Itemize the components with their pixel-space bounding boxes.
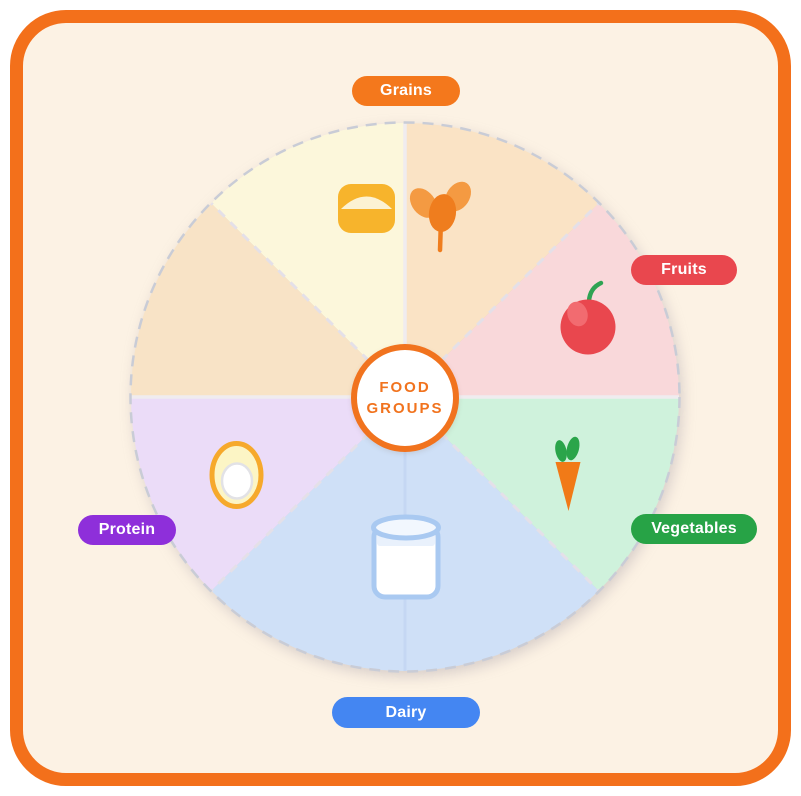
egg-inner (220, 462, 254, 500)
center-badge-line2: GROUPS (366, 400, 444, 417)
label-dairy[interactable]: Dairy (332, 697, 480, 728)
center-badge-line1: FOOD (379, 379, 431, 396)
apple-highlight (567, 301, 588, 327)
wheel-sectors (131, 123, 679, 671)
carrot-root (555, 462, 581, 511)
carrot-leaf-left (555, 440, 567, 462)
apple-stem (586, 280, 604, 304)
center-badge: FOOD GROUPS (351, 344, 459, 452)
wheat-icon (409, 181, 471, 253)
carrot-icon (555, 436, 581, 511)
carrot-leaf-right (566, 436, 580, 461)
label-vegetables[interactable]: Vegetables (631, 514, 757, 544)
sector-dairy-left (211, 397, 405, 671)
egg-icon (209, 441, 264, 509)
sector-vegetables (405, 397, 679, 591)
wheat-grain-center (428, 194, 457, 232)
milk-glass-rim (371, 514, 441, 541)
apple-icon (560, 280, 616, 355)
bread-top (341, 196, 392, 209)
milk-glass-icon (371, 514, 441, 600)
divider-diag-sw (210, 395, 407, 592)
label-fruits[interactable]: Fruits (631, 255, 737, 285)
sector-protein (131, 397, 405, 591)
wheel-rim (129, 121, 681, 673)
bread-icon (338, 184, 395, 233)
divider-diag-ne (403, 202, 600, 399)
divider-diag-nw (210, 202, 407, 399)
sector-grains-left (131, 203, 405, 397)
sector-fruits (405, 203, 679, 397)
label-protein[interactable]: Protein (78, 515, 176, 545)
divider-diag-se (403, 395, 600, 592)
sector-dairy-right (405, 397, 599, 671)
label-grains[interactable]: Grains (352, 76, 460, 106)
